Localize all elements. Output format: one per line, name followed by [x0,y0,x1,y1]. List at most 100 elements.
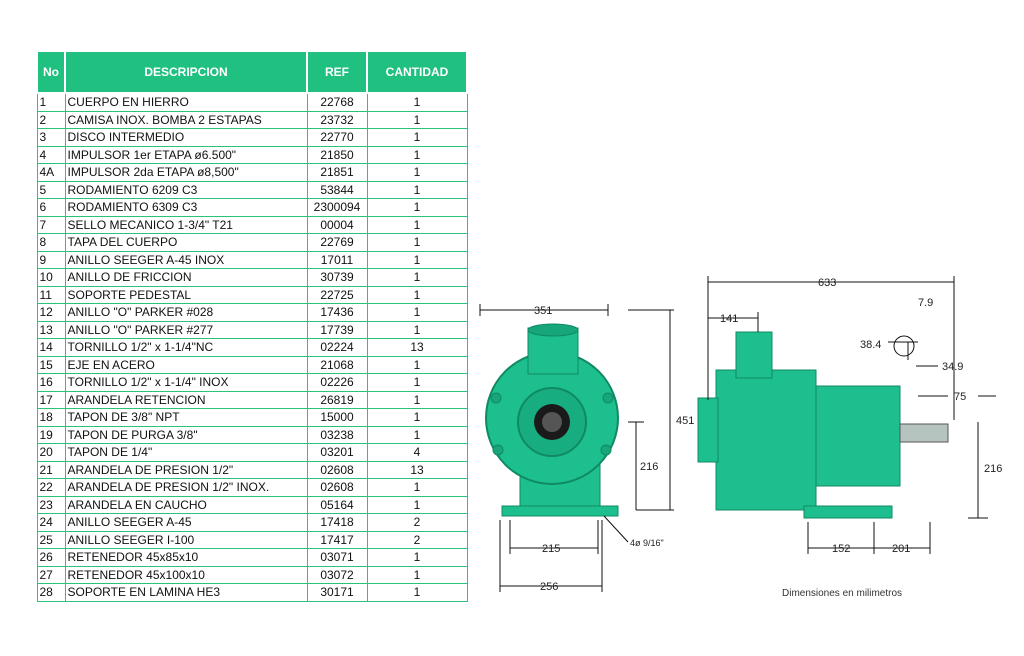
units-note: Dimensiones en milimetros [782,588,903,599]
cell-no: 10 [36,268,66,287]
front-discharge-flange [527,323,579,337]
cell-no: 6 [36,198,66,217]
cell-no: 16 [36,373,66,392]
cell-no: 26 [36,548,66,567]
cell-description: TORNILLO 1/2" x 1-1/4" INOX [64,373,308,392]
cell-ref: 30171 [306,583,368,602]
cell-ref: 17417 [306,530,368,549]
cell-no: 13 [36,320,66,339]
cell-no: 14 [36,338,66,357]
cell-ref: 22769 [306,233,368,252]
cell-no: 21 [36,460,66,479]
cell-no: 9 [36,250,66,269]
dim-front-holes: 215 [542,543,560,555]
cell-description: ANILLO SEEGER I-100 [64,530,308,549]
header-quantity: CANTIDAD [366,50,468,94]
cell-ref: 21068 [306,355,368,374]
cell-ref: 03072 [306,565,368,584]
side-casing [715,369,817,511]
cell-ref: 2300094 [306,198,368,217]
cell-ref: 17418 [306,513,368,532]
side-base [803,505,893,519]
cell-ref: 22770 [306,128,368,147]
cell-quantity: 1 [366,163,468,182]
cell-description: ARANDELA RETENCION [64,390,308,409]
pump-drawing: 351 451 216 215 256 4ø 9/16" 633 141 7.9… [479,276,1002,593]
dim-side-shaft-height: 216 [984,463,1002,475]
cell-no: 5 [36,180,66,199]
cell-no: 3 [36,128,66,147]
cell-description: SOPORTE PEDESTAL [64,285,308,304]
cell-ref: 02608 [306,460,368,479]
cell-quantity: 1 [366,373,468,392]
side-suction [697,397,719,463]
cell-quantity: 2 [366,530,468,549]
cell-description: RETENEDOR 45x100x10 [64,565,308,584]
front-bolt-1 [490,392,502,404]
cell-quantity: 1 [366,355,468,374]
cell-ref: 02608 [306,478,368,497]
cell-no: 24 [36,513,66,532]
pump-side-view [697,331,949,519]
front-base [501,505,619,517]
cell-no: 28 [36,583,66,602]
cell-description: TAPA DEL CUERPO [64,233,308,252]
cell-description: ARANDELA DE PRESION 1/2" [64,460,308,479]
cell-quantity: 1 [366,408,468,427]
dim-front-width: 351 [534,305,552,317]
cell-no: 15 [36,355,66,374]
cell-ref: 26819 [306,390,368,409]
cell-ref: 30739 [306,268,368,287]
cell-ref: 05164 [306,495,368,514]
cell-quantity: 1 [366,548,468,567]
cell-ref: 22725 [306,285,368,304]
cell-quantity: 1 [366,110,468,129]
cell-no: 4A [36,163,66,182]
cell-description: TORNILLO 1/2" x 1-1/4"NC [64,338,308,357]
cell-quantity: 1 [366,390,468,409]
dim-side-key-h: 38.4 [860,339,881,351]
cell-description: TAPON DE 1/4" [64,443,308,462]
front-bolt-2 [602,392,614,404]
cell-quantity: 1 [366,303,468,322]
cell-ref: 02224 [306,338,368,357]
header-description: DESCRIPCION [64,50,308,94]
cell-description: SELLO MECANICO 1-3/4" T21 [64,215,308,234]
cell-description: RETENEDOR 45x85x10 [64,548,308,567]
cell-description: CAMISA INOX. BOMBA 2 ESTAPAS [64,110,308,129]
header-no: No [36,50,66,94]
cell-quantity: 1 [366,285,468,304]
cell-description: IMPULSOR 1er ETAPA ø6.500" [64,145,308,164]
cell-ref: 15000 [306,408,368,427]
cell-no: 8 [36,233,66,252]
cell-ref: 02226 [306,373,368,392]
cell-description: EJE EN ACERO [64,355,308,374]
cell-description: ARANDELA EN CAUCHO [64,495,308,514]
front-bolt-4 [600,444,612,456]
dim-front-shaft-height: 216 [640,461,658,473]
cell-quantity: 1 [366,145,468,164]
cell-quantity: 1 [366,180,468,199]
cell-ref: 23732 [306,110,368,129]
cell-description: ANILLO DE FRICCION [64,268,308,287]
cell-ref: 17739 [306,320,368,339]
cell-quantity: 1 [366,233,468,252]
